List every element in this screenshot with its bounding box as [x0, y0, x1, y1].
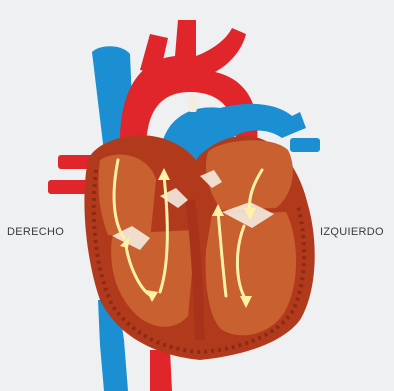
pulmonary-artery-branch — [290, 138, 320, 152]
label-left-side: IZQUIERDO — [320, 226, 384, 238]
right-atrium — [98, 154, 156, 240]
label-right-side: DERECHO — [7, 226, 64, 238]
descending-aorta-bottom — [150, 350, 172, 391]
